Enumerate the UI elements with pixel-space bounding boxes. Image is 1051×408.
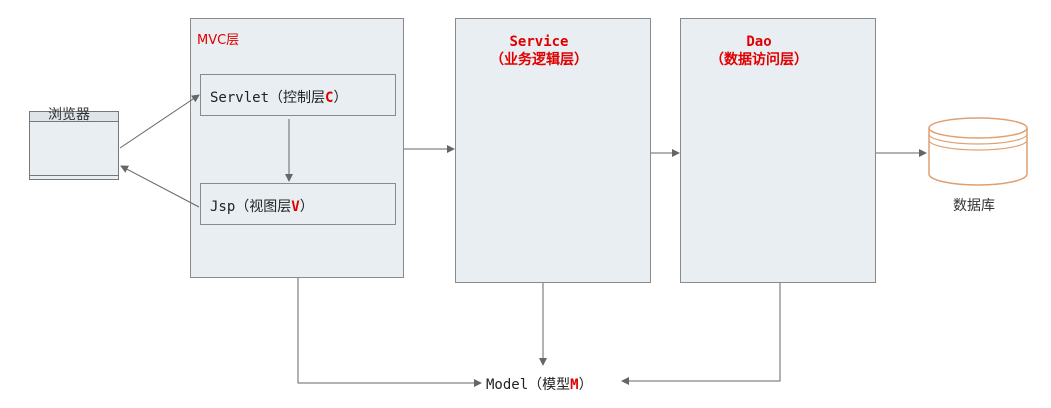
jsp-label-text: Jsp（视图层	[210, 199, 292, 215]
servlet-c-letter: C	[325, 90, 334, 106]
servlet-label-text: Servlet（控制层	[210, 90, 326, 106]
dao-title-line2: （数据访问层）	[710, 52, 808, 68]
servlet-label-close: ）	[333, 90, 348, 106]
model-label-text: Model（模型	[486, 377, 571, 393]
browser-bottom-bar	[30, 175, 118, 179]
arrow-mvc-to-model	[297, 278, 482, 387]
database-cylinder-icon	[928, 117, 1028, 186]
model-m-letter: M	[570, 377, 579, 393]
database-label: 数据库	[953, 198, 995, 214]
service-layer-box: Service （业务逻辑层）	[455, 18, 651, 283]
arrow-browser-to-servlet	[119, 94, 200, 149]
service-title-line1: Service	[509, 34, 569, 50]
dao-title-line1: Dao	[746, 34, 772, 50]
jsp-label: Jsp（视图层V）	[210, 196, 314, 216]
dao-layer-box: Dao （数据访问层）	[680, 18, 876, 283]
mvc-layer-box: MVC层 Servlet（控制层C） Jsp（视图层V）	[190, 18, 404, 278]
jsp-view-box: Jsp（视图层V）	[200, 183, 396, 225]
browser-label: 浏览器	[48, 107, 90, 123]
browser-window-icon	[29, 111, 119, 180]
servlet-label: Servlet（控制层C）	[210, 87, 347, 107]
dao-layer-title: Dao （数据访问层）	[681, 33, 837, 69]
servlet-controller-box: Servlet（控制层C）	[200, 74, 396, 116]
service-title-line2: （业务逻辑层）	[490, 52, 588, 68]
arrow-jsp-to-browser	[120, 165, 200, 208]
jsp-label-close: ）	[299, 199, 314, 215]
model-label-close: ）	[578, 377, 593, 393]
mvc-layer-title: MVC层	[197, 33, 240, 48]
jsp-v-letter: V	[291, 199, 300, 215]
model-label: Model（模型M）	[486, 374, 593, 394]
service-layer-title: Service （业务逻辑层）	[456, 33, 622, 69]
browser-titlebar	[30, 112, 118, 122]
arrow-dao-to-model	[621, 283, 781, 385]
